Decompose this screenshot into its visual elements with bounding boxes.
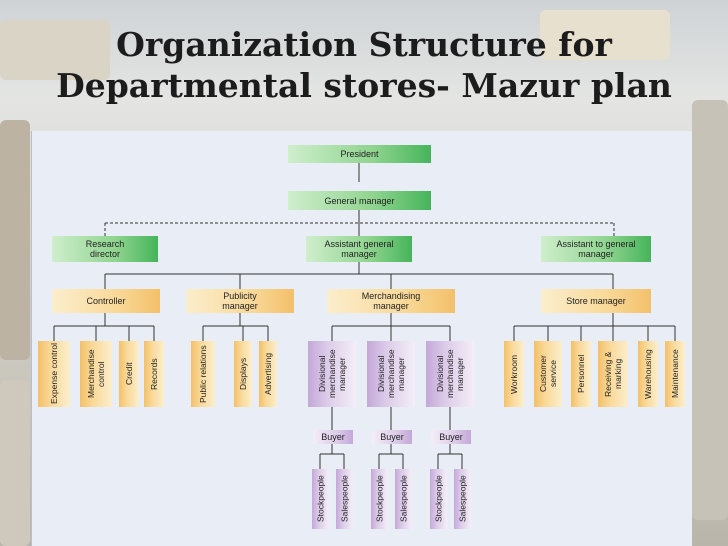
publicity-manager-label: Publicity manager [222, 291, 258, 311]
title-line-2: Departmental stores- Mazur plan [56, 66, 672, 105]
stockpeople-label: Stockpeople [315, 475, 326, 523]
stockpeople-box: Stockpeople [312, 469, 329, 529]
credit-label: Credit [124, 362, 134, 386]
receiving-marking-box: Receiving & marking [598, 341, 628, 407]
warehousing-box: Warehousing [638, 341, 658, 407]
workroom-label: Workroom [509, 354, 519, 394]
salespeople-box: Salespeople [336, 469, 353, 529]
research-director-box: Research director [52, 236, 158, 262]
stockpeople-label: Stockpeople [374, 475, 385, 523]
maintenance-label: Maintenance [670, 349, 680, 399]
slide-title: Organization Structure for Departmental … [0, 24, 728, 106]
displays-label: Displays [238, 357, 248, 391]
divisional-merchandise-manager-label: Divisional merchandise manager [317, 349, 347, 399]
merchandising-manager-box: Merchandising manager [327, 289, 455, 313]
controller-box: Controller [52, 289, 160, 313]
salespeople-label: Salespeople [339, 475, 350, 523]
buyer-box: Buyer [313, 430, 353, 444]
personnel-label: Personnel [576, 354, 586, 394]
salespeople-label: Salespeople [457, 475, 468, 523]
buyer-label: Buyer [439, 432, 463, 442]
title-line-1: Organization Structure for [116, 25, 612, 64]
controller-label: Controller [86, 296, 126, 306]
credit-box: Credit [119, 341, 139, 407]
assistant-general-manager-label: Assistant general manager [324, 239, 394, 259]
merchandise-control-label: Merchandise control [86, 349, 106, 399]
customer-service-box: Customer service [534, 341, 562, 407]
merchandising-manager-label: Merchandising manager [361, 291, 421, 311]
divisional-merchandise-manager-box: Divisional merchandise manager [367, 341, 415, 407]
warehousing-label: Warehousing [643, 349, 653, 399]
public-relations-box: Public relations [191, 341, 215, 407]
divisional-merchandise-manager-box: Divisional merchandise manager [426, 341, 474, 407]
president-label: President [340, 149, 379, 159]
salespeople-box: Salespeople [454, 469, 471, 529]
stockpeople-label: Stockpeople [433, 475, 444, 523]
records-label: Records [149, 358, 159, 390]
research-director-label: Research director [85, 239, 125, 259]
divisional-merchandise-manager-box: Divisional merchandise manager [308, 341, 356, 407]
general-manager-label: General manager [324, 195, 395, 206]
president-box: President [288, 145, 431, 163]
publicity-manager-box: Publicity manager [186, 289, 294, 313]
advertising-box: Advertising [259, 341, 277, 407]
personnel-box: Personnel [571, 341, 591, 407]
divisional-merchandise-manager-label: Divisional merchandise manager [435, 349, 465, 399]
expense-control-label: Expense control [49, 343, 59, 405]
expense-control-box: Expense control [38, 341, 70, 407]
salespeople-box: Salespeople [395, 469, 412, 529]
general-manager-box: General manager [288, 191, 431, 210]
divisional-merchandise-manager-label: Divisional merchandise manager [376, 349, 406, 399]
store-manager-box: Store manager [541, 289, 651, 313]
stockpeople-box: Stockpeople [430, 469, 447, 529]
customer-service-label: Customer service [538, 355, 558, 393]
assistant-to-general-manager-label: Assistant to general manager [556, 239, 636, 259]
workroom-box: Workroom [504, 341, 524, 407]
receiving-marking-label: Receiving & marking [603, 351, 623, 397]
displays-box: Displays [234, 341, 252, 407]
advertising-label: Advertising [263, 352, 273, 396]
stockpeople-box: Stockpeople [371, 469, 388, 529]
org-chart: President General manager Research direc… [31, 131, 692, 546]
assistant-general-manager-box: Assistant general manager [306, 236, 412, 262]
buyer-label: Buyer [380, 432, 404, 442]
maintenance-box: Maintenance [665, 341, 685, 407]
buyer-label: Buyer [321, 432, 345, 442]
connector-lines [53, 162, 676, 469]
buyer-box: Buyer [431, 430, 471, 444]
store-manager-label: Store manager [566, 296, 626, 306]
assistant-to-general-manager-box: Assistant to general manager [541, 236, 651, 262]
salespeople-label: Salespeople [398, 475, 409, 523]
buyer-box: Buyer [372, 430, 412, 444]
records-box: Records [144, 341, 164, 407]
merchandise-control-box: Merchandise control [80, 341, 112, 407]
public-relations-label: Public relations [198, 345, 208, 403]
